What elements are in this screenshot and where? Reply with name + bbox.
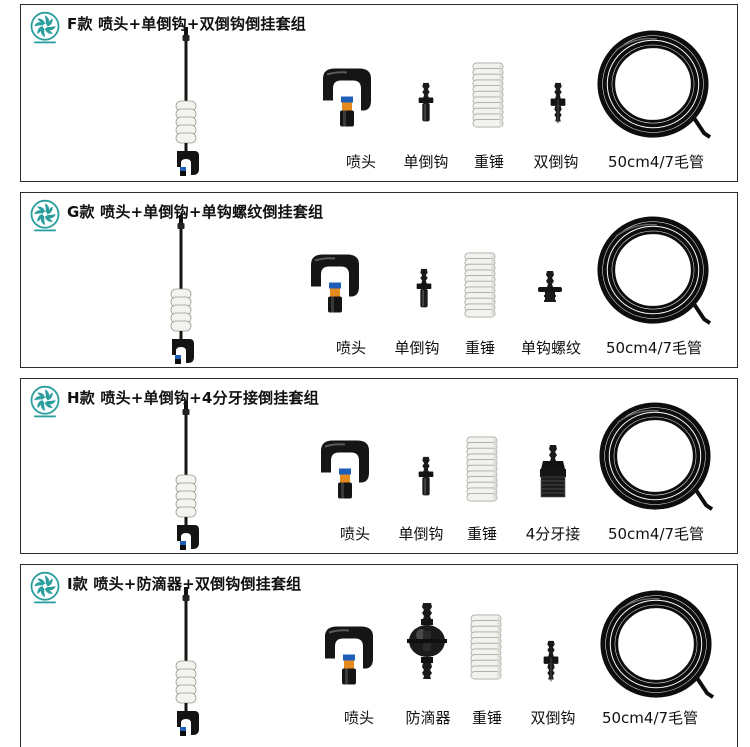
assembled-hanging-sprinkler-icon <box>166 401 206 551</box>
item-label: 单倒钩 <box>398 525 444 543</box>
sprinkler-head-icon <box>305 251 365 319</box>
item-label: 喷头 <box>335 339 367 357</box>
pe-tube-coil-icon <box>593 27 713 145</box>
set-title: F款 喷头+单倒钩+双倒钩倒挂套组 <box>67 15 307 33</box>
item-label: 重锤 <box>471 709 503 727</box>
item-label: 50cm4/7毛管 <box>607 525 705 543</box>
single-barb-connector-icon <box>412 267 436 311</box>
brand-logo-icon <box>27 570 63 606</box>
weight-icon <box>471 57 505 133</box>
pe-tube-coil-icon <box>595 399 715 517</box>
sprinkler-head-icon <box>317 65 377 133</box>
pe-tube-coil-icon <box>593 213 713 331</box>
weight-icon <box>465 431 499 507</box>
sprinkler-head-icon <box>315 437 375 505</box>
product-set-f: F款 喷头+单倒钩+双倒钩倒挂套组 喷头 单倒钩 重锤 双倒钩 50cm4/7毛… <box>20 4 738 182</box>
brand-logo-icon <box>27 384 63 420</box>
set-title: I款 喷头+防滴器+双倒钩倒挂套组 <box>67 575 302 593</box>
assembled-hanging-sprinkler-icon <box>166 587 206 737</box>
item-label: 防滴器 <box>405 709 451 727</box>
anti-drip-valve-icon <box>405 601 449 681</box>
sprinkler-head-icon <box>319 623 379 691</box>
set-title: G款 喷头+单倒钩+单钩螺纹倒挂套组 <box>67 203 324 221</box>
item-label: 4分牙接 <box>525 525 581 543</box>
item-label: 50cm4/7毛管 <box>607 153 705 171</box>
brand-logo-icon <box>27 10 63 46</box>
half-inch-thread-adapter-icon <box>535 443 571 501</box>
set-title: H款 喷头+单倒钩+4分牙接倒挂套组 <box>67 389 319 407</box>
item-label: 喷头 <box>343 709 375 727</box>
brand-logo-icon <box>27 198 63 234</box>
weight-icon <box>469 609 503 685</box>
item-label: 喷头 <box>345 153 377 171</box>
item-label: 单钩螺纹 <box>520 339 582 357</box>
pe-tube-coil-icon <box>596 587 716 705</box>
product-set-h: H款 喷头+单倒钩+4分牙接倒挂套组 喷头 单倒钩 重锤 4分牙接 50cm4/… <box>20 378 738 554</box>
product-set-i: I款 喷头+防滴器+双倒钩倒挂套组 喷头 防滴器 重锤 双倒钩 50cm4/7毛… <box>20 564 738 747</box>
assembled-hanging-sprinkler-icon <box>166 27 206 177</box>
item-label: 50cm4/7毛管 <box>605 339 703 357</box>
item-label: 50cm4/7毛管 <box>601 709 699 727</box>
item-label: 双倒钩 <box>533 153 579 171</box>
item-label: 双倒钩 <box>530 709 576 727</box>
item-label: 重锤 <box>464 339 496 357</box>
weight-icon <box>463 247 497 323</box>
item-label: 重锤 <box>466 525 498 543</box>
single-barb-connector-icon <box>414 455 438 499</box>
item-label: 单倒钩 <box>394 339 440 357</box>
item-label: 单倒钩 <box>403 153 449 171</box>
item-label: 喷头 <box>339 525 371 543</box>
product-set-g: G款 喷头+单倒钩+单钩螺纹倒挂套组 喷头 单倒钩 重锤 单钩螺纹 50cm4/… <box>20 192 738 368</box>
item-label: 重锤 <box>473 153 505 171</box>
assembled-hanging-sprinkler-icon <box>161 215 201 365</box>
threaded-barb-connector-icon <box>535 269 565 305</box>
double-barb-connector-icon <box>539 639 563 685</box>
double-barb-connector-icon <box>546 81 570 127</box>
single-barb-connector-icon <box>414 81 438 125</box>
